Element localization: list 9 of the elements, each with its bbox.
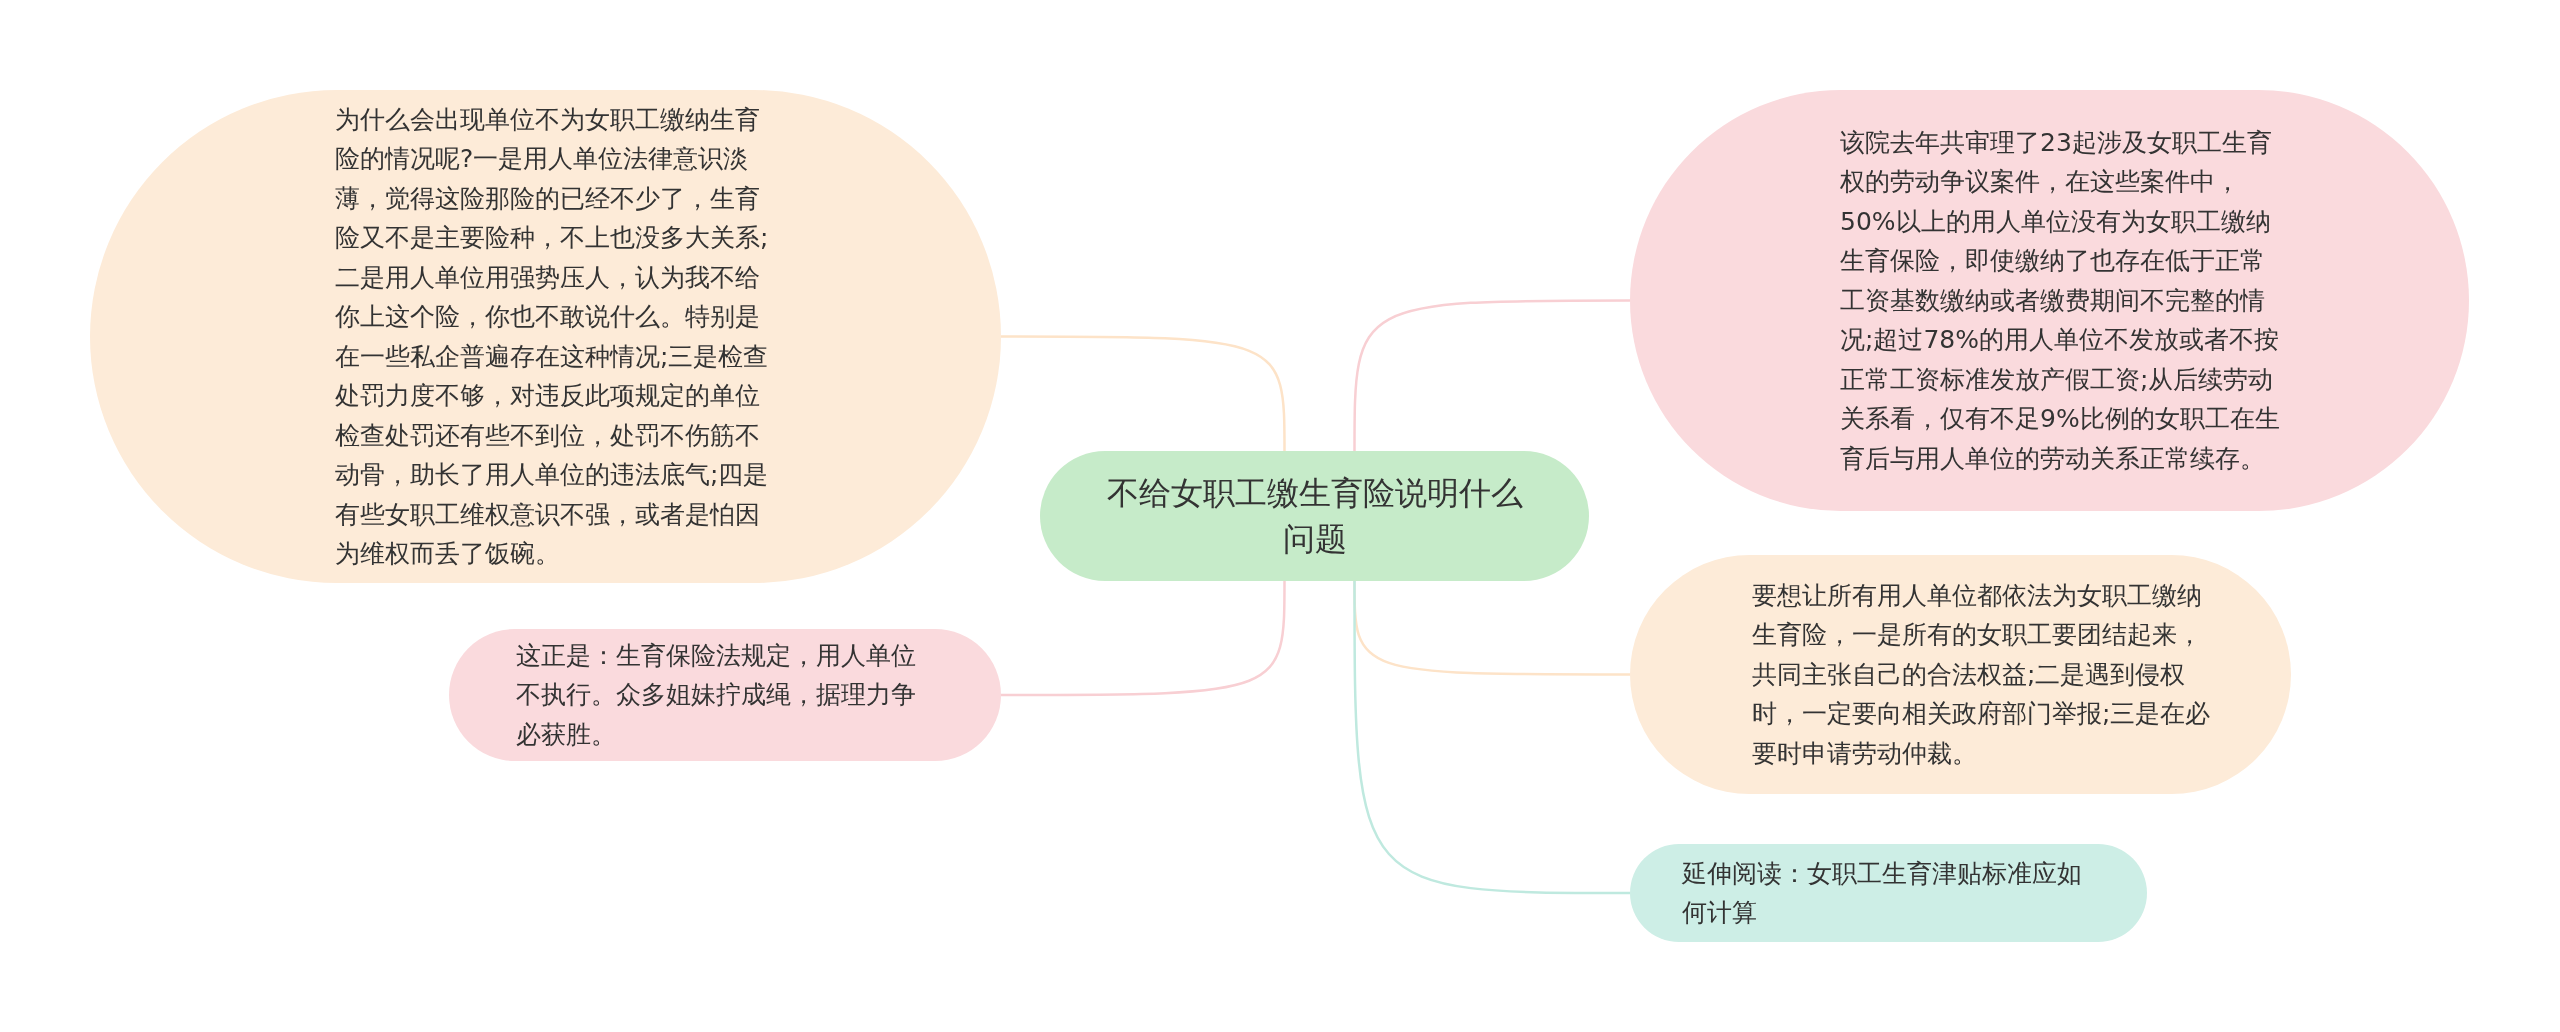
connector-curve xyxy=(1001,581,1286,697)
topic-text: 为什么会出现单位不为女职工缴纳生育险的情况呢?一是用人单位法律意识淡薄，觉得这险那险的已经不少了，生育险又不是主要险种，不上也没多大关系;二是用人单位用强势压人，认为我不给你上这个险，你也不敢说什么。特别是在一些私企普遍存在这种情况;三是检查处罚力度不够，对违反此项规定的单位检查处罚还有些不到位，处罚不伤筋不动骨，助长了用人单位的违法底气;四是有些女职工维权意识不强，或者是怕因为维权而丢了饭碗。 xyxy=(335,103,770,570)
topic-text: 要想让所有用人单位都依法为女职工缴纳生育险，一是所有的女职工要团结起来，共同主张自己的合法权益;二是遇到侵权时，一定要向相关政府部门举报;三是在必要时申请劳动仲裁。 xyxy=(1752,579,2212,770)
topic-text: 该院去年共审理了23起涉及女职工生育权的劳动争议案件，在这些案件中，50%以上的用人单位没有为女职工缴纳生育保险，即使缴纳了也存在低于正常工资基数缴纳或者缴费期间不完整的情况;超过78%的用人单位不发放或者不按正常工资标准发放产假工资;从后续劳动关系看，仅有不足9%比例的女职工在生育后与用人单位的劳动关系正常续存。 xyxy=(1840,126,2280,475)
topic-text: 不给女职工缴生育险说明什么问题 xyxy=(1105,473,1524,560)
topic-text: 延伸阅读：女职工生育津贴标准应如何计算 xyxy=(1682,857,2083,929)
connector-curve xyxy=(1353,299,1630,451)
connector-curve xyxy=(1001,335,1286,451)
topic-text: 这正是：生育保险法规定，用人单位不执行。众多姐妹拧成绳，据理力争必获胜。 xyxy=(516,639,917,751)
